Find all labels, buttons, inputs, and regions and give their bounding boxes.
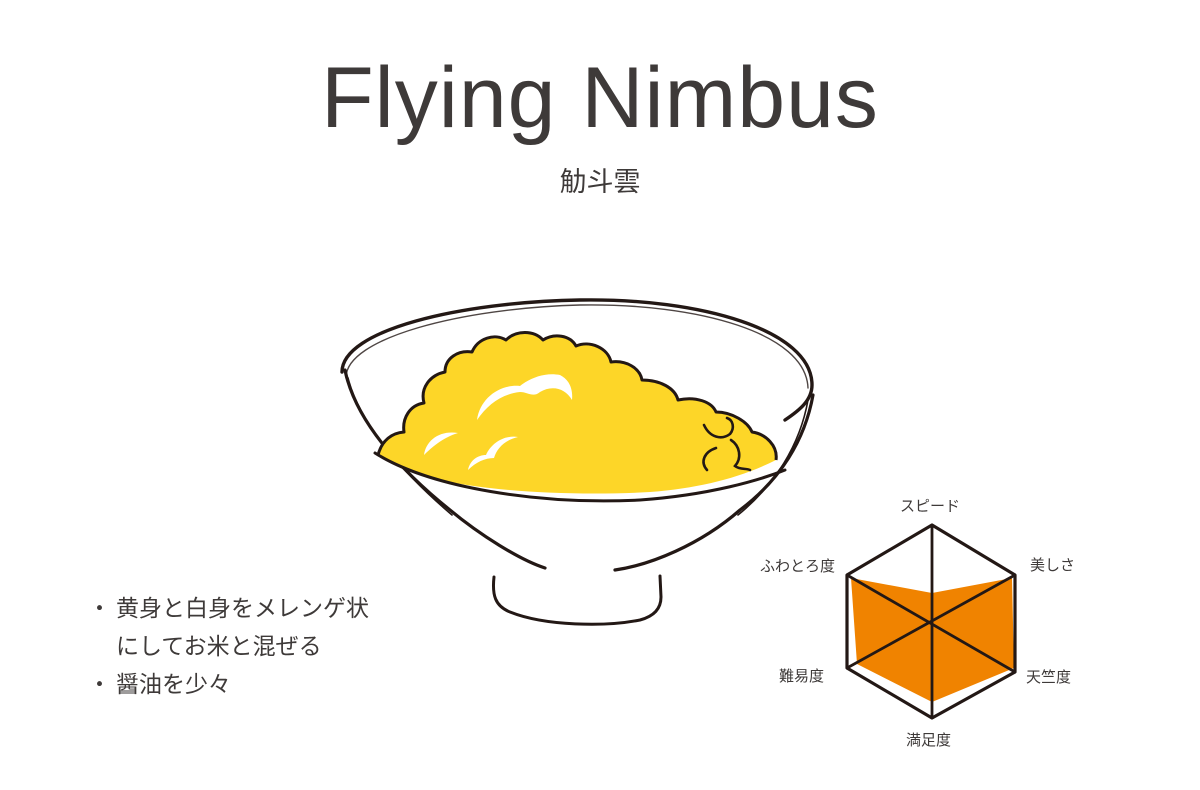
egg-highlights — [424, 374, 573, 470]
note-item: ・醤油を少々 — [88, 666, 369, 704]
bullet: ・ — [88, 672, 111, 698]
rice-bowl-illustration — [338, 298, 815, 626]
radar-chart — [845, 523, 1017, 720]
note-text: 醤油を少々 — [116, 672, 231, 698]
radar-label-speed: スピード — [900, 497, 961, 515]
recipe-notes: ・黄身と白身をメレンゲ状 にしてお米と混ぜる ・醤油を少々 — [88, 590, 369, 704]
note-item: ・黄身と白身をメレンゲ状 — [88, 590, 369, 628]
radar-label-fluffy: ふわとろ度 — [760, 557, 836, 575]
bullet: ・ — [88, 596, 111, 622]
page-title: Flying Nimbus — [321, 50, 879, 146]
egg-fluffy-mound — [378, 332, 777, 494]
note-text: にしてお米と混ぜる — [116, 634, 322, 660]
bowl-foot — [491, 574, 663, 626]
radar-label-beauty: 美しさ — [1030, 556, 1076, 574]
bowl-rim — [340, 298, 814, 422]
radar-label-satisfaction: 満足度 — [906, 731, 952, 749]
note-text: 黄身と白身をメレンゲ状 — [116, 596, 369, 622]
page-subtitle: 觔斗雲 — [559, 167, 641, 198]
radar-axes — [845, 523, 1017, 720]
radar-label-difficulty: 難易度 — [779, 667, 825, 685]
note-item-continuation: にしてお米と混ぜる — [88, 628, 369, 666]
radar-label-tenjiku: 天竺度 — [1026, 668, 1072, 686]
soy-sauce-marks — [702, 416, 752, 472]
